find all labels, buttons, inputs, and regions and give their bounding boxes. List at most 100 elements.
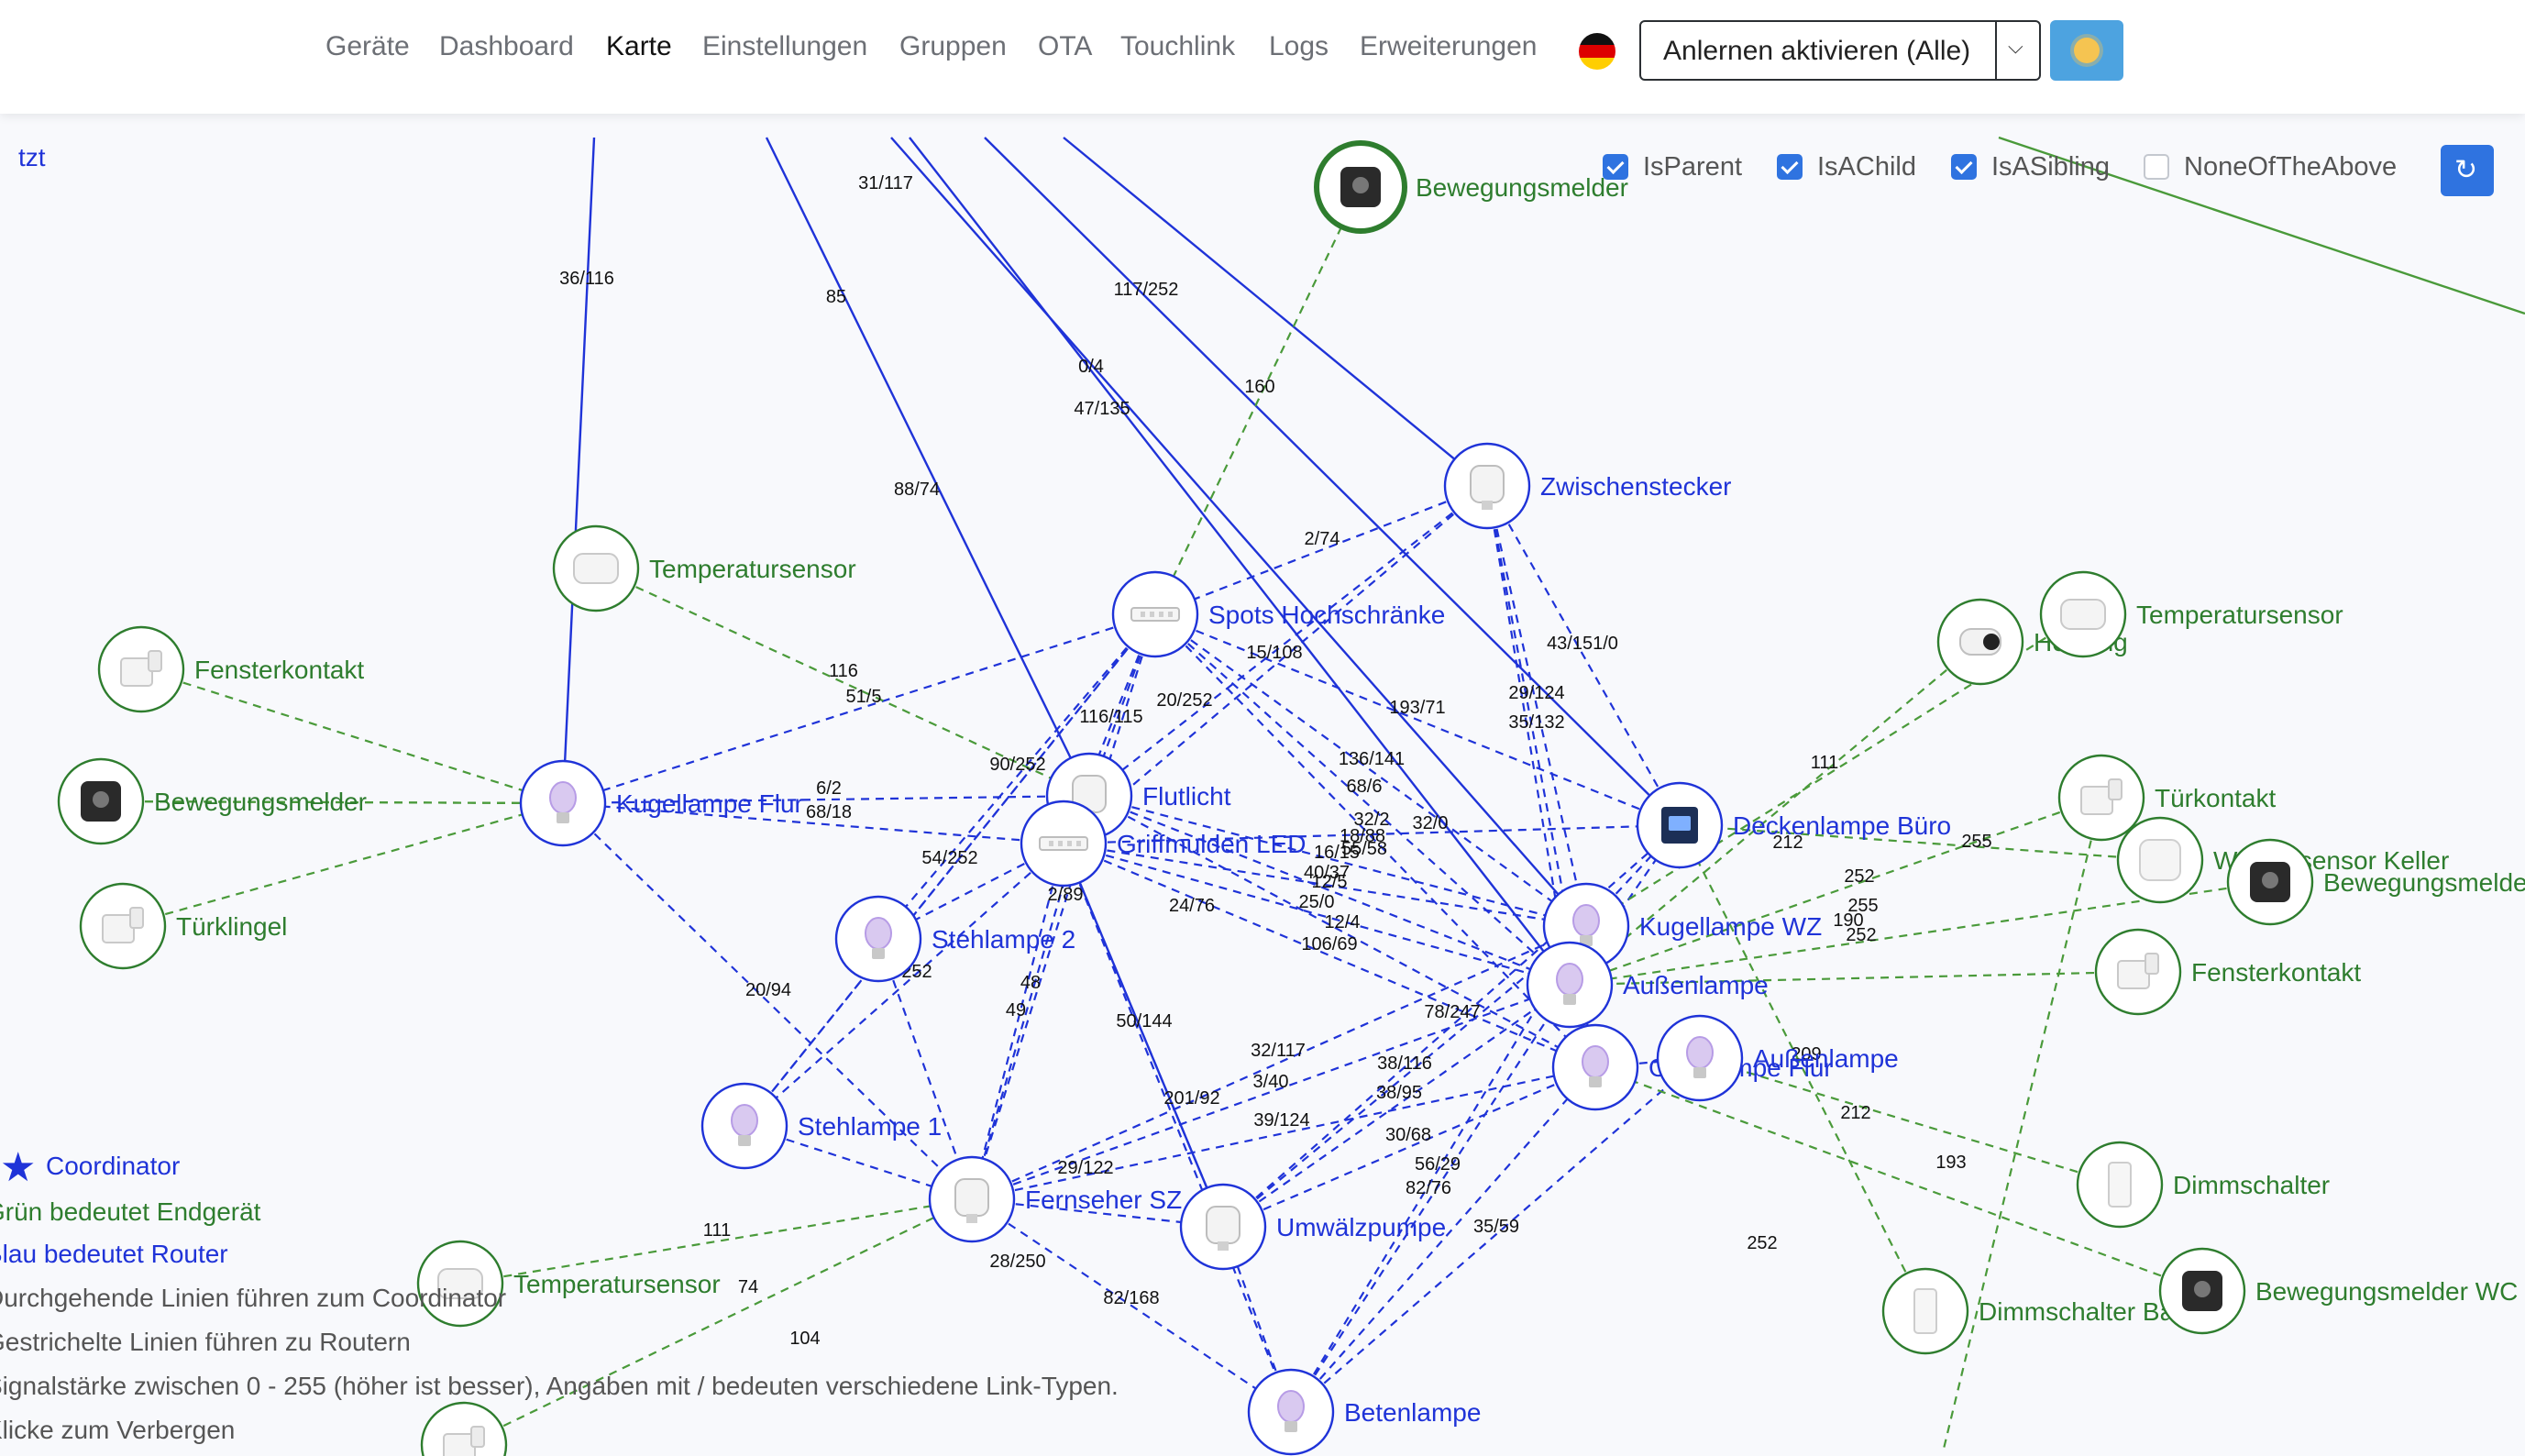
device-node-umwaelz[interactable]: Umwälzpumpe <box>1179 1183 1446 1271</box>
node-label: Temperatursensor <box>513 1270 721 1298</box>
checkbox-checked-icon[interactable] <box>1603 154 1628 180</box>
edge-label: 90/252 <box>989 755 1045 775</box>
theme-toggle-button[interactable] <box>2050 20 2123 81</box>
device-node-fenster1[interactable]: Fensterkontakt <box>97 625 364 713</box>
edge-label: 32/2 <box>1354 810 1390 830</box>
checkbox-checked-icon[interactable] <box>1777 154 1803 180</box>
device-node-spots[interactable]: Spots Hochschränke <box>1111 570 1445 658</box>
edge-label: 40/37 <box>1304 863 1350 883</box>
nav-touchlink[interactable]: Touchlink <box>1120 31 1236 61</box>
bulb-icon <box>1556 963 1583 1005</box>
router-link <box>1486 485 1681 826</box>
permit-join-label: Anlernen aktivieren (Alle) <box>1663 36 1971 66</box>
device-node-aussen1[interactable]: Außenlampe <box>1526 941 1769 1029</box>
node-label: Stehlampe 1 <box>798 1112 942 1141</box>
nav-geraete[interactable]: Geräte <box>325 31 410 61</box>
node-label: Türklingel <box>176 912 287 941</box>
device-node-bew-top[interactable]: Bewegungsmelder <box>1314 140 1628 234</box>
router-link <box>1222 984 1571 1228</box>
device-node-griffmulden[interactable]: Griffmulden LED <box>1020 800 1306 888</box>
coordinator-link <box>765 137 1091 797</box>
node-label: Temperatursensor <box>649 555 856 583</box>
nav-ota[interactable]: OTA <box>1038 31 1093 61</box>
device-node-tuerklingel[interactable]: Türklingel <box>79 882 287 970</box>
router-link <box>744 613 1156 1127</box>
device-node-fenster2[interactable]: Fensterkontakt <box>2094 928 2361 1016</box>
edge-label: 85 <box>826 287 846 307</box>
device-node-temp-right[interactable]: Temperatursensor <box>2039 570 2343 658</box>
coordinator-link <box>561 137 596 804</box>
router-link <box>970 843 1065 1200</box>
permit-join-dropdown[interactable]: ⌵ <box>1995 22 2039 79</box>
edge-label: 30/68 <box>1385 1125 1431 1145</box>
end-device-link <box>1679 823 2161 862</box>
router-link <box>971 983 1571 1201</box>
edge-label: 160 <box>1244 377 1274 397</box>
end-device-link <box>140 667 564 805</box>
router-link <box>562 802 973 1200</box>
device-node-temp1[interactable]: Temperatursensor <box>552 524 856 612</box>
device-node-bew-right[interactable]: Bewegungsmelder <box>2226 838 2525 926</box>
node-label: Bewegungsmelder WC <box>2255 1277 2518 1306</box>
edge-label: 82/76 <box>1406 1178 1451 1198</box>
device-node-small-bl[interactable] <box>420 1401 508 1456</box>
router-link <box>1154 612 1681 827</box>
device-node-betenlampe[interactable]: Betenlampe <box>1247 1368 1481 1456</box>
device-node-stehlampe1[interactable]: Stehlampe 1 <box>700 1082 942 1170</box>
plug-icon <box>1206 1206 1240 1251</box>
edge-label: 116/115 <box>1079 707 1142 727</box>
nav-gruppen[interactable]: Gruppen <box>899 31 1007 61</box>
device-node-fernseher[interactable]: Fernseher SZ <box>928 1155 1182 1243</box>
router-link <box>744 843 1064 1127</box>
device-node-dimm2[interactable]: Dimmschalter Bad <box>1881 1267 2189 1355</box>
edge-label: 47/135 <box>1074 399 1130 419</box>
end-device-link <box>1585 613 2084 927</box>
nav-dashboard[interactable]: Dashboard <box>439 31 574 61</box>
end-device-link <box>595 568 1090 797</box>
device-node-zwischenstecker[interactable]: Zwischenstecker <box>1443 442 1732 530</box>
edge-label: 252 <box>1844 866 1874 887</box>
nav-einstellungen[interactable]: Einstellungen <box>702 31 868 61</box>
device-node-bew-left[interactable]: Bewegungsmelder <box>57 757 367 845</box>
edge-label: 38/116 <box>1377 1053 1432 1074</box>
edge-label: 15/108 <box>1246 643 1302 663</box>
device-node-aussen2[interactable]: Außenlampe <box>1656 1014 1899 1102</box>
legend-hide[interactable]: Klicke zum Verbergen <box>0 1416 236 1444</box>
device-node-dimm1[interactable]: Dimmschalter <box>2076 1141 2330 1229</box>
router-link <box>1088 794 1571 987</box>
language-flag-icon[interactable] <box>1579 33 1615 70</box>
bulb-icon <box>731 1104 758 1146</box>
device-node-temp-bottom[interactable]: Temperatursensor <box>416 1240 721 1328</box>
edge-label: 29/124 <box>1508 683 1564 703</box>
device-node-bew-bottom[interactable]: Bewegungsmelder WC <box>2158 1247 2518 1335</box>
refresh-map-button[interactable]: ↻ <box>2441 145 2494 196</box>
filter-label: IsParent <box>1643 152 1742 182</box>
bulb-icon <box>1686 1036 1714 1078</box>
device-node-tuerkontakt[interactable]: Türkontakt <box>2057 754 2276 842</box>
edge-label: 35/132 <box>1508 712 1564 733</box>
router-link <box>1222 1065 1596 1229</box>
partial-text: tzt <box>18 143 46 171</box>
edge-label: 38/95 <box>1376 1083 1422 1103</box>
router-link <box>1062 843 1225 1228</box>
nav-erweiterungen[interactable]: Erweiterungen <box>1360 31 1538 61</box>
filter-label: IsAChild <box>1817 152 1916 182</box>
router-link <box>1485 485 1597 1068</box>
edge-label: 201/92 <box>1163 1088 1219 1109</box>
checkbox-checked-icon[interactable] <box>1951 154 1977 180</box>
legend-signal: Signalstärke zwischen 0 - 255 (höher ist… <box>0 1372 1119 1400</box>
node-label: Fernseher SZ <box>1025 1186 1182 1214</box>
device-node-decken-buero[interactable]: Deckenlampe Büro <box>1636 781 1951 869</box>
edge-label: 252 <box>1747 1233 1777 1253</box>
router-link <box>1063 842 1596 1069</box>
device-node-kugel-flur[interactable]: Kugellampe Flur <box>519 759 803 847</box>
nav-logs[interactable]: Logs <box>1269 31 1329 61</box>
coordinator-link <box>984 137 1681 826</box>
nav-karte[interactable]: Karte <box>606 31 672 61</box>
node-label: Stehlampe 2 <box>932 925 1075 954</box>
legend-dashed-lines: Gestrichelte Linien führen zu Routern <box>0 1328 411 1356</box>
permit-join-button[interactable]: Anlernen aktivieren (Alle) ⌵ <box>1639 20 2041 81</box>
device-node-stehlampe2[interactable]: Stehlampe 2 <box>834 895 1075 983</box>
checkbox-unchecked-icon[interactable] <box>2144 154 2169 180</box>
